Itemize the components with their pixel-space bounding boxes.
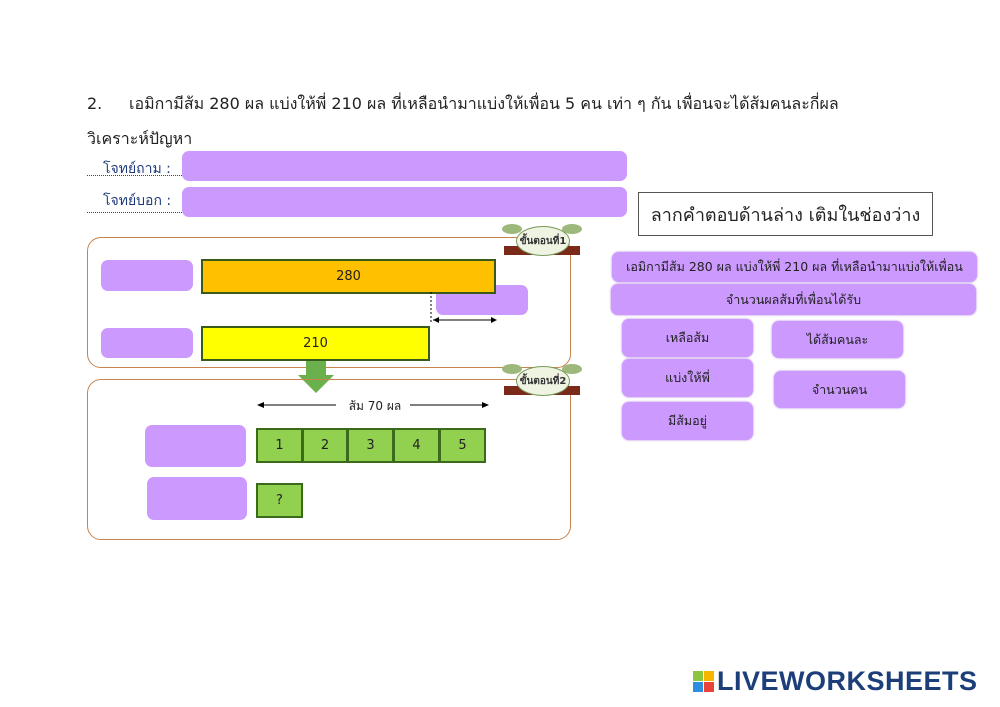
step2-frame	[87, 379, 571, 540]
cell: 4	[393, 428, 440, 463]
step1-part-drop-zone[interactable]	[101, 328, 193, 358]
step1-total-drop-zone[interactable]	[101, 260, 193, 291]
asked-drop-zone[interactable]	[182, 151, 627, 181]
option-has-oranges[interactable]: มีส้มอยู่	[622, 402, 753, 440]
given-drop-zone[interactable]	[182, 187, 627, 217]
dotted-line	[87, 212, 182, 213]
given-label: โจทย์บอก :	[103, 193, 172, 209]
step1-badge: ขั้นตอนที่1	[502, 222, 582, 262]
step2-badge: ขั้นตอนที่2	[502, 362, 582, 402]
option-problem-given[interactable]: เอมิกามีส้ม 280 ผล แบ่งให้พี่ 210 ผล ที่…	[612, 252, 977, 282]
option-number-people[interactable]: จำนวนคน	[774, 371, 905, 408]
down-arrow-icon	[298, 361, 334, 393]
bar-total: 280	[201, 259, 496, 294]
instruction-box: ลากคำตอบด้านล่าง เติมในช่องว่าง	[638, 192, 933, 236]
logo-text: LIVEWORKSHEETS	[717, 666, 978, 696]
option-give-sibling[interactable]: แบ่งให้พี่	[622, 359, 753, 397]
option-friend-receives[interactable]: จำนวนผลส้มที่เพื่อนได้รับ	[611, 284, 976, 315]
question-text: 2.เอมิกามีส้ม 280 ผล แบ่งให้พี่ 210 ผล ท…	[87, 94, 839, 113]
unknown-cell: ?	[256, 483, 303, 518]
bar-part: 210	[201, 326, 430, 361]
step2-each-drop-zone[interactable]	[147, 477, 247, 520]
cell: 3	[347, 428, 394, 463]
span-arrow	[257, 402, 489, 408]
option-remaining[interactable]: เหลือส้ม	[622, 319, 753, 357]
cell: 5	[439, 428, 486, 463]
liveworksheets-logo: LIVEWORKSHEETS	[693, 666, 978, 697]
option-each-gets[interactable]: ได้ส้มคนละ	[772, 321, 903, 358]
asked-label: โจทย์ถาม :	[103, 161, 171, 177]
cell: 2	[302, 428, 348, 463]
step1-frame	[87, 237, 571, 368]
cells-row: 1 2 3 4 5	[256, 428, 486, 463]
remainder-arrow	[430, 292, 497, 323]
span-label: ส้ม 70 ผล	[348, 399, 402, 413]
analysis-heading: วิเคราะห์ปัญหา	[87, 129, 193, 148]
logo-icon	[693, 671, 714, 692]
dotted-line	[87, 175, 182, 176]
cell: 1	[256, 428, 303, 463]
step2-people-drop-zone[interactable]	[145, 425, 246, 467]
